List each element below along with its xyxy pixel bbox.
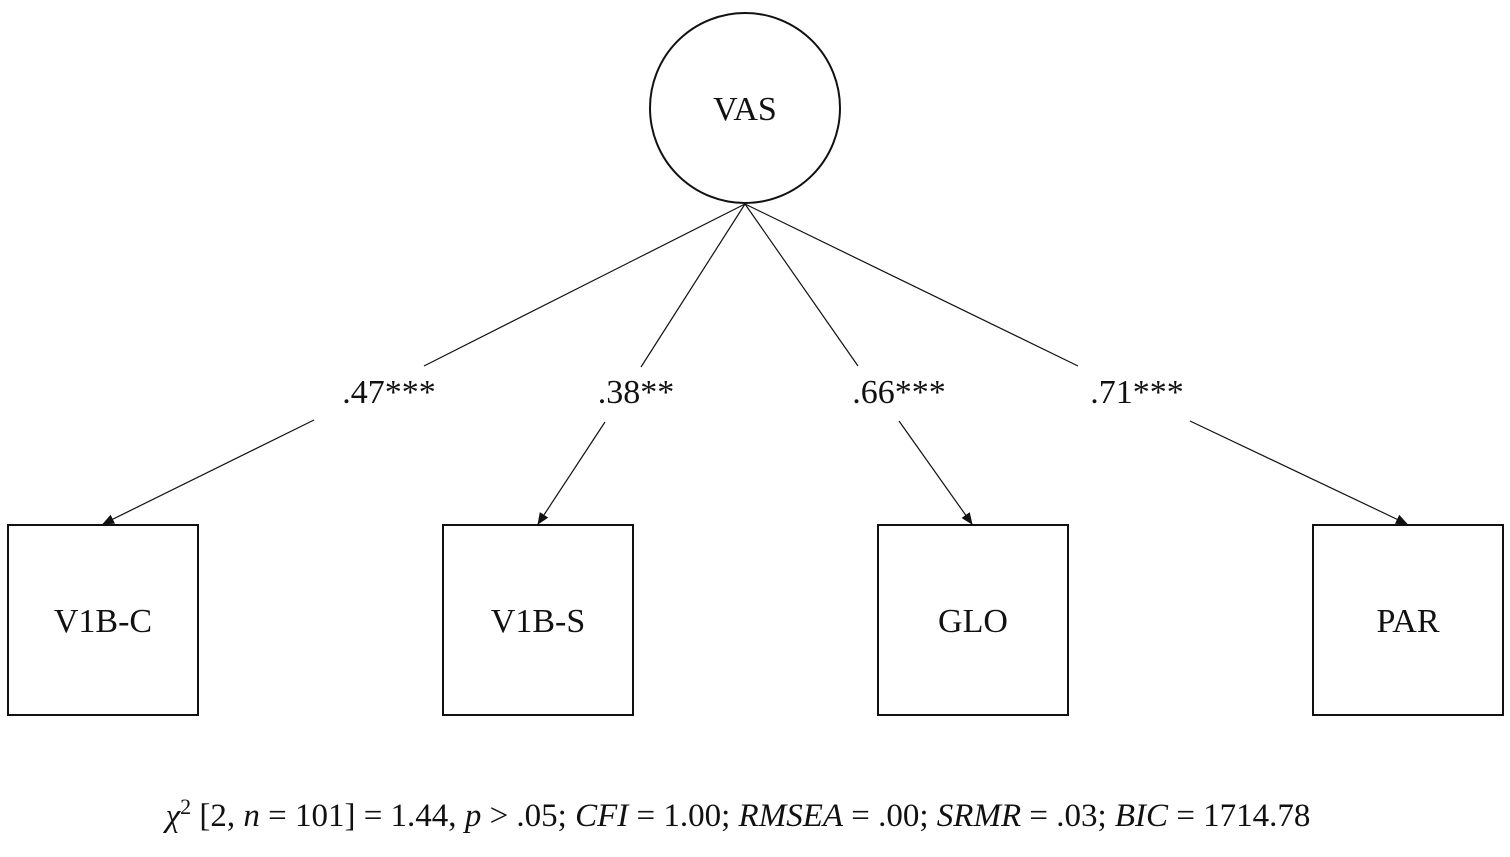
indicator-label: V1B-C — [54, 603, 152, 640]
cfi-value: = 1.00; — [628, 798, 738, 834]
latent-circle — [649, 12, 841, 204]
bic-value: = 1714.78 — [1168, 798, 1310, 834]
path-line-lower — [102, 419, 315, 525]
cfi-symbol: CFI — [575, 798, 630, 834]
path-vas-v1bc: .47*** — [102, 203, 746, 525]
latent-label: VAS — [713, 91, 777, 128]
n-symbol: n — [243, 798, 260, 834]
rmsea-symbol: RMSEA — [738, 798, 844, 834]
indicator-node-glo: GLO — [877, 524, 1069, 716]
path-line-upper — [744, 203, 1079, 367]
indicator-label: PAR — [1376, 603, 1439, 640]
p-value: > .05; — [481, 798, 575, 834]
path-vas-v1bs: .38** — [537, 203, 746, 525]
fit-statistics: χ2 [2, n = 101] = 1.44, p > .05; CFI = 1… — [163, 794, 1311, 834]
n-value: = 101] = 1.44, — [260, 798, 465, 834]
path-line-lower — [537, 421, 606, 525]
chi-symbol: χ — [163, 798, 182, 834]
indicator-box — [877, 524, 1069, 716]
path-line-lower — [1189, 420, 1408, 525]
loading-label-glo: .66*** — [852, 374, 946, 411]
path-vas-par: .71*** — [744, 203, 1408, 525]
chi-superscript: 2 — [180, 794, 191, 819]
path-line-lower — [898, 420, 973, 525]
df-text: [2, — [191, 798, 243, 834]
rmsea-value: = .00; — [843, 798, 937, 834]
path-line-upper — [423, 203, 746, 367]
indicator-node-v1bs: V1B-S — [442, 524, 634, 716]
indicator-box — [7, 524, 199, 716]
path-vas-glo: .66*** — [744, 203, 973, 525]
indicator-node-par: PAR — [1312, 524, 1504, 716]
indicator-box — [442, 524, 634, 716]
latent-node-vas: VAS — [649, 12, 841, 204]
loading-label-v1bc: .47*** — [342, 374, 436, 411]
srmr-value: = .03; — [1021, 798, 1115, 834]
p-symbol: p — [463, 798, 482, 834]
indicator-box — [1312, 524, 1504, 716]
indicator-label: GLO — [938, 603, 1008, 640]
indicator-node-v1bc: V1B-C — [7, 524, 199, 716]
bic-symbol: BIC — [1115, 798, 1169, 834]
loading-label-par: .71*** — [1090, 374, 1184, 411]
srmr-symbol: SRMR — [937, 798, 1021, 834]
path-line-upper — [744, 203, 859, 367]
loading-label-v1bs: .38** — [598, 374, 675, 411]
path-line-upper — [640, 203, 746, 368]
indicator-label: V1B-S — [491, 603, 585, 640]
